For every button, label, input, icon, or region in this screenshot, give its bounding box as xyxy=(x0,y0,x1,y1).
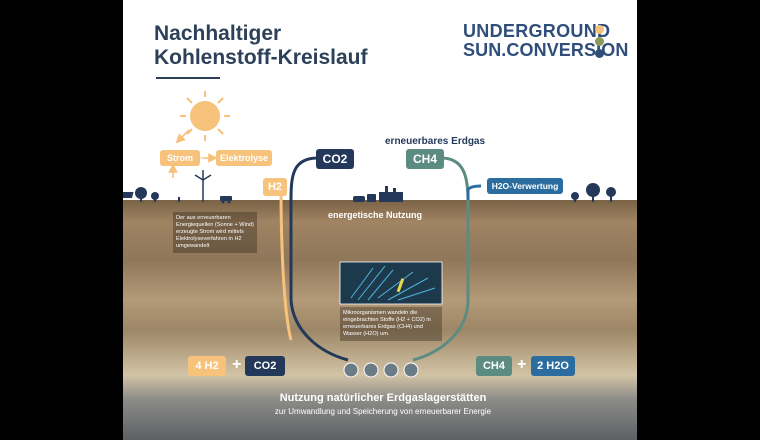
h2o-path xyxy=(466,184,482,200)
co2-text: CO2 xyxy=(322,152,348,166)
h2-box: H2 xyxy=(263,178,287,196)
logo-dot-orange xyxy=(595,25,604,34)
h2o-verwertung-box: H2O-Verwertung xyxy=(487,178,563,194)
lightning-icon xyxy=(197,152,205,165)
ch4-text: CH4 xyxy=(412,152,437,166)
co2-bottom-text: CO2 xyxy=(253,360,277,372)
h2o-bottom-box: 2 H2O xyxy=(531,356,575,376)
logo-line-2: SUN.CONVERSION xyxy=(463,40,629,60)
title-line-2: Kohlenstoff-Kreislauf xyxy=(154,46,368,69)
page-title: Nachhaltiger Kohlenstoff-Kreislauf xyxy=(154,22,368,70)
h2-text: H2 xyxy=(267,181,283,193)
tree-icon xyxy=(571,183,616,202)
electrolysis-note: Der aus erneuerbaren Energiequellen (Son… xyxy=(173,212,257,253)
ch4-box: CH4 xyxy=(406,149,444,169)
title-underline xyxy=(156,77,220,79)
car-icon xyxy=(220,196,232,204)
car-icon xyxy=(353,194,376,202)
h2-count-box: 4 H2 xyxy=(188,356,226,376)
logo-dot-navy xyxy=(595,49,604,58)
logo-line-1: UNDERGROUND xyxy=(463,21,611,41)
microorganism-image xyxy=(339,261,443,305)
bottom-subheading: zur Umwandlung und Speicherung von erneu… xyxy=(274,407,492,416)
factory-icon xyxy=(379,186,403,202)
plus-sign-right: + xyxy=(517,356,527,373)
tree-icon xyxy=(135,187,159,202)
logo-dot-olive xyxy=(595,37,604,46)
plus-sign-left: + xyxy=(232,356,242,373)
diagram-canvas: Nachhaltiger Kohlenstoff-Kreislauf UNDER… xyxy=(123,0,637,440)
strom-label: Strom xyxy=(160,150,200,166)
microorganism-icon xyxy=(343,362,419,378)
strom-text: Strom xyxy=(166,153,193,163)
wind-turbine-icon xyxy=(194,170,212,202)
ch4-bottom-text: CH4 xyxy=(482,360,505,372)
sun-arrow xyxy=(175,129,190,144)
logo: UNDERGROUND SUN.CONVERSION xyxy=(463,22,628,60)
ground-cross-section xyxy=(123,200,637,440)
title-line-1: Nachhaltiger xyxy=(154,22,282,45)
ch4-extraction-path xyxy=(412,156,470,362)
bottom-heading: Nutzung natürlicher Erdgaslagerstätten xyxy=(279,392,487,404)
co2-injection-path xyxy=(289,156,349,362)
erdgas-label: erneuerbares Erdgas xyxy=(385,136,486,147)
sun-icon xyxy=(180,91,230,141)
co2-box: CO2 xyxy=(316,149,354,169)
h2o-verwertung-text: H2O-Verwertung xyxy=(491,181,559,191)
microorganism-note: Mikroorganismen wandeln die eingebrachte… xyxy=(340,307,442,341)
elektrolyse-text: Elektrolyse xyxy=(219,153,269,163)
elektrolyse-label: Elektrolyse xyxy=(216,150,272,166)
energetische-label: energetische Nutzung xyxy=(328,210,423,220)
h2o-bottom-text: 2 H2O xyxy=(537,360,569,372)
co2-bottom-box: CO2 xyxy=(245,356,285,376)
h2-count-text: 4 H2 xyxy=(195,360,219,372)
solar-panel-icon xyxy=(123,192,180,202)
microorganism-highlight xyxy=(396,278,405,293)
microorganism-fibers xyxy=(350,265,436,301)
ch4-bottom-box: CH4 xyxy=(476,356,512,376)
